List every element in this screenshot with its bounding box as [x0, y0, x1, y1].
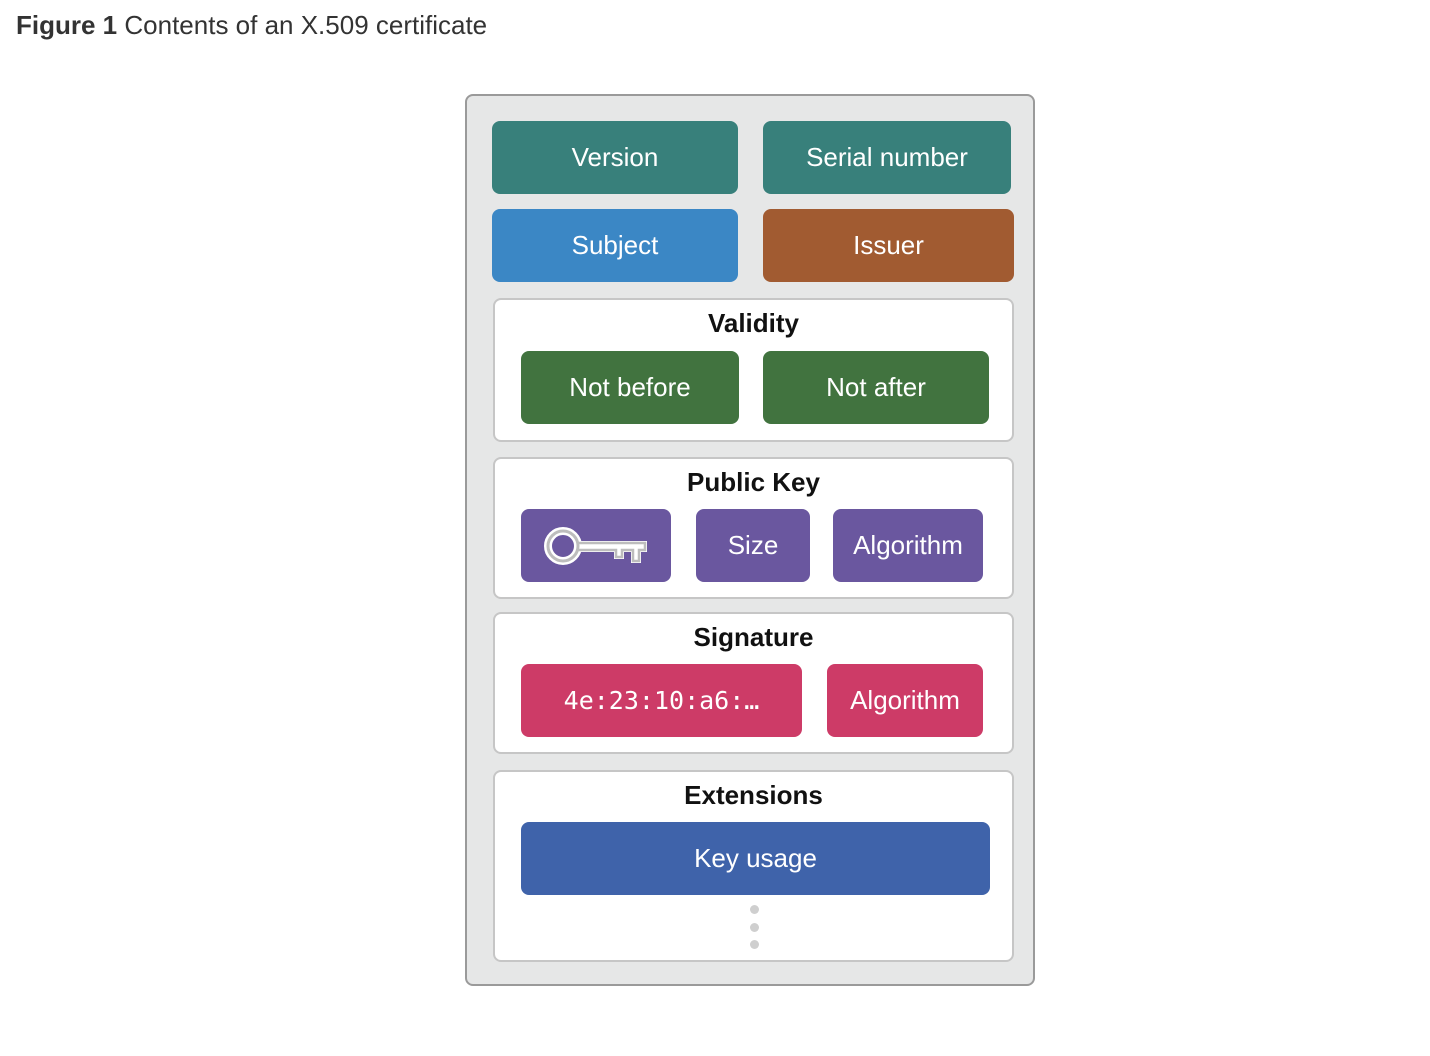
certificate-container: Version Serial number Subject Issuer Val… [465, 94, 1035, 986]
signature-title: Signature [693, 622, 814, 652]
figure-title: Contents of an X.509 certificate [124, 10, 488, 40]
signature-value-field: 4e:23:10:a6:… [521, 664, 802, 737]
validity-title: Validity [707, 308, 800, 338]
ellipsis-dot [750, 923, 759, 932]
issuer-field: Issuer [763, 209, 1014, 282]
public-key-panel: Public Key Size Algorithm [493, 457, 1014, 599]
public-key-title: Public Key [687, 467, 820, 497]
extensions-panel: Extensions Key usage [493, 770, 1014, 962]
version-field: Version [492, 121, 738, 194]
serial-number-field: Serial number [763, 121, 1011, 194]
ellipsis-dot [750, 905, 759, 914]
not-before-field: Not before [521, 351, 739, 424]
key-size-field: Size [696, 509, 810, 582]
not-after-field: Not after [763, 351, 989, 424]
ellipsis-dot [750, 940, 759, 949]
figure-label: Figure 1 [16, 10, 118, 40]
validity-panel: Validity Not before Not after [493, 298, 1014, 442]
subject-field: Subject [492, 209, 738, 282]
signature-algorithm-field: Algorithm [827, 664, 983, 737]
key-algorithm-field: Algorithm [833, 509, 983, 582]
signature-panel: Signature 4e:23:10:a6:… Algorithm [493, 612, 1014, 754]
figure-caption: Figure 1 Contents of an X.509 certificat… [16, 10, 487, 41]
public-key-value [521, 509, 671, 582]
key-usage-field: Key usage [521, 822, 990, 895]
vertical-ellipsis-icon [750, 905, 759, 949]
key-icon [543, 522, 649, 570]
extensions-title: Extensions [684, 780, 823, 810]
